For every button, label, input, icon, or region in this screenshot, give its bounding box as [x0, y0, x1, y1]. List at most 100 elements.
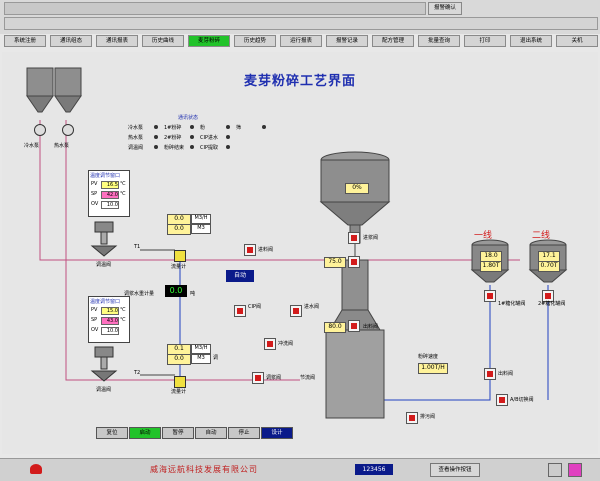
status-label: CIP提取	[200, 145, 218, 151]
tank-left-title: 一线	[474, 231, 493, 241]
control-valve-2-label: 调温阀	[96, 387, 112, 393]
controller-pv-value: 16.5	[101, 181, 119, 189]
pct-mid: 80.0	[324, 322, 346, 333]
drain-valve[interactable]	[406, 412, 418, 424]
pump-icon-right[interactable]	[62, 124, 74, 136]
silo-right-shape	[54, 67, 82, 113]
flow-unit-2: M3	[191, 224, 211, 234]
grid-icon[interactable]	[548, 463, 562, 477]
status-dot	[190, 145, 194, 149]
tank-right-level: 0.70T	[538, 261, 560, 272]
toolbar-button-9[interactable]: 批量查询	[418, 35, 460, 47]
pct-top: 75.0	[324, 257, 346, 268]
tank-right-valve[interactable]	[542, 290, 554, 302]
rinse-valve[interactable]	[264, 338, 276, 350]
mix-valve-label: 调浆阀	[266, 375, 282, 381]
controller-pv-label: PV	[91, 307, 98, 313]
mix-valve[interactable]	[252, 372, 264, 384]
status-dot	[262, 125, 266, 129]
tank-right-valve-label: 2#糖化罐阀	[538, 301, 566, 307]
status-bar: 威海远航科技发展有限公司 123456 查看操作按钮	[0, 458, 600, 481]
toolbar-button-3[interactable]: 历史曲线	[142, 35, 184, 47]
toolbar: 系统注册通讯组态通讯报表历史曲线麦芽粉碎历史趋势运行报表报警记录配方管理批量查询…	[0, 35, 600, 49]
tank-right-title: 二线	[532, 231, 551, 241]
flowmeter-1-icon	[174, 250, 186, 262]
bottom-button-1[interactable]: 启动	[129, 427, 161, 439]
status-label: 调温阀	[128, 145, 144, 151]
status-label: 粉碎结束	[164, 145, 185, 151]
toolbar-button-0[interactable]: 系统注册	[4, 35, 46, 47]
controller-ov-value: 10.0	[101, 201, 119, 209]
bottom-button-4[interactable]: 停止	[228, 427, 260, 439]
top-valve[interactable]	[348, 256, 360, 268]
toolbar-button-4[interactable]: 麦芽粉碎	[188, 35, 230, 47]
alarm-confirm-button[interactable]: 报警确认	[428, 2, 462, 15]
water-inlet-valve[interactable]	[348, 232, 360, 244]
outlet-valve[interactable]	[348, 320, 360, 332]
flow-unit-1: M3/H	[191, 344, 211, 354]
bottom-button-2[interactable]: 暂停	[162, 427, 194, 439]
toolbar-button-8[interactable]: 配方管理	[372, 35, 414, 47]
flow-tag: 调	[213, 355, 219, 361]
cip-valve[interactable]	[234, 305, 246, 317]
alarm-row-2	[4, 17, 598, 30]
controller-pv-value: 15.0	[101, 307, 119, 315]
silo-label-left: 冷水泵	[24, 143, 40, 149]
control-valve-1-shape	[90, 221, 118, 257]
ab-switch-valve[interactable]	[496, 394, 508, 406]
action-button[interactable]: 查看操作按钮	[430, 463, 480, 477]
flow-value-2: 0.0	[167, 354, 191, 365]
t1-label: T1	[134, 244, 141, 250]
toolbar-button-6[interactable]: 运行报表	[280, 35, 322, 47]
status-dot	[154, 125, 158, 129]
controller-unit: ℃	[120, 181, 126, 187]
toolbar-button-2[interactable]: 通讯报表	[96, 35, 138, 47]
hopper-level: 0%	[345, 183, 369, 194]
alarm-banner	[4, 2, 426, 15]
water-set-value[interactable]: 0.0	[165, 285, 187, 297]
silo-label-right: 热水泵	[54, 143, 70, 149]
bottom-button-0[interactable]: 复位	[96, 427, 128, 439]
bottom-button-3[interactable]: 自动	[195, 427, 227, 439]
toolbar-button-7[interactable]: 报警记录	[326, 35, 368, 47]
toolbar-button-12[interactable]: 关机	[556, 35, 598, 47]
t2-label: T2	[134, 370, 141, 376]
company-name: 威海远航科技发展有限公司	[150, 465, 258, 474]
water-inlet-valve-label: 进浆阀	[363, 235, 379, 241]
pump-icon-left[interactable]	[34, 124, 46, 136]
outlet-valve-label: 出料阀	[363, 324, 379, 330]
bottom-button-5[interactable]: 设计	[261, 427, 293, 439]
hopper-shape	[319, 151, 391, 244]
controller-unit: ℃	[120, 191, 126, 197]
controller-title: 温度调节窗口	[90, 173, 121, 179]
mill-shape	[325, 259, 385, 419]
flow-unit-2: M3	[191, 354, 211, 364]
inlet-water-valve-label: 进水阀	[304, 304, 320, 310]
controller-title: 温度调节窗口	[90, 299, 121, 305]
status-dot	[190, 135, 194, 139]
toolbar-button-11[interactable]: 退出系统	[510, 35, 552, 47]
toolbar-button-5[interactable]: 历史趋势	[234, 35, 276, 47]
user-icon[interactable]	[568, 463, 582, 477]
toolbar-button-1[interactable]: 通讯组态	[50, 35, 92, 47]
tank-left-valve[interactable]	[484, 290, 496, 302]
status-label: 冷水泵	[128, 125, 144, 131]
status-dot	[226, 145, 230, 149]
control-valve-1-label: 调温阀	[96, 262, 112, 268]
toolbar-button-10[interactable]: 打印	[464, 35, 506, 47]
inlet-water-valve[interactable]	[290, 305, 302, 317]
feed-valve[interactable]	[244, 244, 256, 256]
line-switch-valve[interactable]	[484, 368, 496, 380]
controller-pv-label: PV	[91, 181, 98, 187]
page-title: 麦芽粉碎工艺界面	[243, 74, 356, 89]
controller-unit: ℃	[120, 317, 126, 323]
mode-badge[interactable]: 自动	[226, 270, 254, 282]
seal-valve-label: 节流阀	[300, 375, 316, 381]
controller-sp-value: 42.0	[101, 191, 119, 199]
status-panel-title: 通讯状态	[178, 115, 199, 121]
